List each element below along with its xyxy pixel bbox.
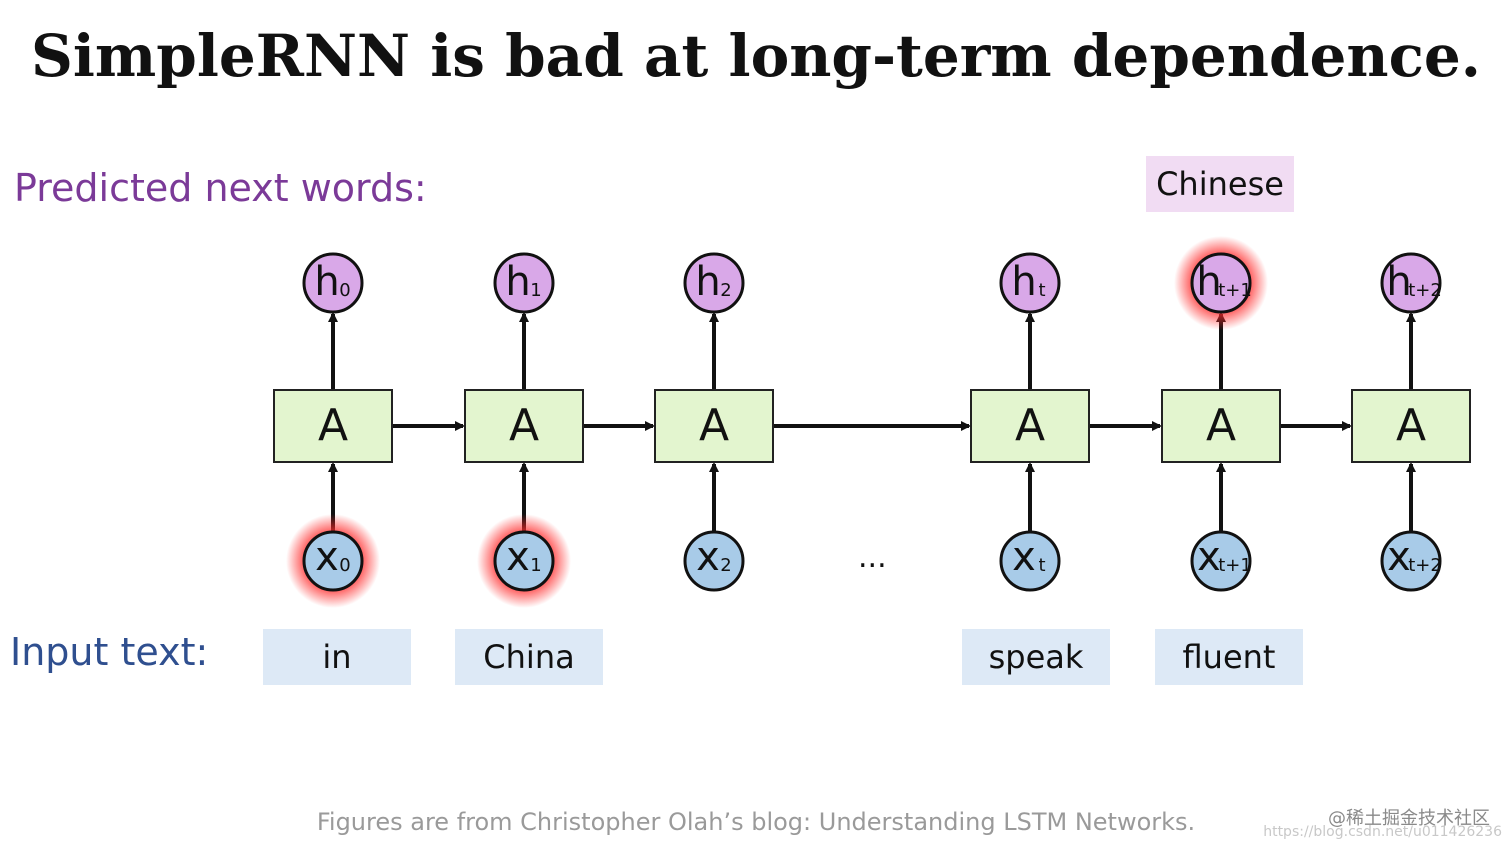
- rnn-cell-label: A: [1396, 400, 1426, 451]
- rnn-cell: [273, 389, 393, 463]
- input-word-3: speak: [962, 629, 1110, 685]
- input-word-4: fluent: [1155, 629, 1303, 685]
- rnn-cell: [970, 389, 1090, 463]
- hidden-state-node: [1190, 252, 1252, 314]
- hidden-state-subscript: t: [1038, 280, 1045, 301]
- hidden-state-label: h: [1196, 259, 1221, 305]
- hidden-state-subscript: t+1: [1218, 280, 1252, 301]
- hidden-state-node: [683, 252, 745, 314]
- input-node-label: x: [1387, 534, 1411, 580]
- input-node-subscript: t+1: [1218, 555, 1252, 576]
- input-word-0: in: [263, 629, 411, 685]
- hidden-state-subscript: 1: [530, 280, 541, 301]
- predicted-word-box: Chinese: [1146, 156, 1294, 212]
- input-node-label: x: [1012, 534, 1036, 580]
- hidden-state-node: [1380, 252, 1442, 314]
- rnn-cell: [654, 389, 774, 463]
- input-node-label: x: [696, 534, 720, 580]
- rnn-cell-label: A: [1206, 400, 1236, 451]
- input-node-subscript: t: [1038, 555, 1045, 576]
- rnn-cell: [1161, 389, 1281, 463]
- input-node: [1380, 530, 1442, 592]
- rnn-cell: [464, 389, 584, 463]
- hidden-state-subscript: 0: [339, 280, 350, 301]
- hidden-state-label: h: [505, 259, 530, 305]
- input-node: [302, 530, 364, 592]
- hidden-state-subscript: t+2: [1408, 280, 1442, 301]
- rnn-cell-label: A: [699, 400, 729, 451]
- input-node: [1190, 530, 1252, 592]
- ellipsis: ...: [858, 540, 887, 575]
- input-word-1: China: [455, 629, 603, 685]
- watermark: @稀土掘金技术社区: [1328, 808, 1490, 829]
- hidden-state-label: h: [1386, 259, 1411, 305]
- input-node-subscript: 2: [720, 555, 731, 576]
- page-title: SimpleRNN is bad at long-term dependence…: [31, 22, 1481, 90]
- input-node-label: x: [315, 534, 339, 580]
- rnn-cell-label: A: [1015, 400, 1045, 451]
- footer-citation: Figures are from Christopher Olah’s blog…: [316, 808, 1196, 836]
- input-text-label: Input text:: [10, 630, 209, 674]
- hidden-state-node: [302, 252, 364, 314]
- input-node: [683, 530, 745, 592]
- hidden-state-node: [493, 252, 555, 314]
- hidden-state-label: h: [314, 259, 339, 305]
- hidden-state-subscript: 2: [720, 280, 731, 301]
- rnn-cell-label: A: [318, 400, 348, 451]
- watermark-url: https://blog.csdn.net/u011426236: [1263, 824, 1502, 840]
- rnn-cell: [1351, 389, 1471, 463]
- predicted-words-label: Predicted next words:: [14, 166, 427, 210]
- hidden-state-label: h: [1011, 259, 1036, 305]
- input-node: [493, 530, 555, 592]
- input-node-label: x: [506, 534, 530, 580]
- hidden-state-node: [999, 252, 1061, 314]
- input-node-subscript: 0: [339, 555, 350, 576]
- input-node-subscript: t+2: [1408, 555, 1442, 576]
- input-node-subscript: 1: [530, 555, 541, 576]
- input-node: [999, 530, 1061, 592]
- hidden-state-label: h: [695, 259, 720, 305]
- input-node-label: x: [1197, 534, 1221, 580]
- rnn-cell-label: A: [509, 400, 539, 451]
